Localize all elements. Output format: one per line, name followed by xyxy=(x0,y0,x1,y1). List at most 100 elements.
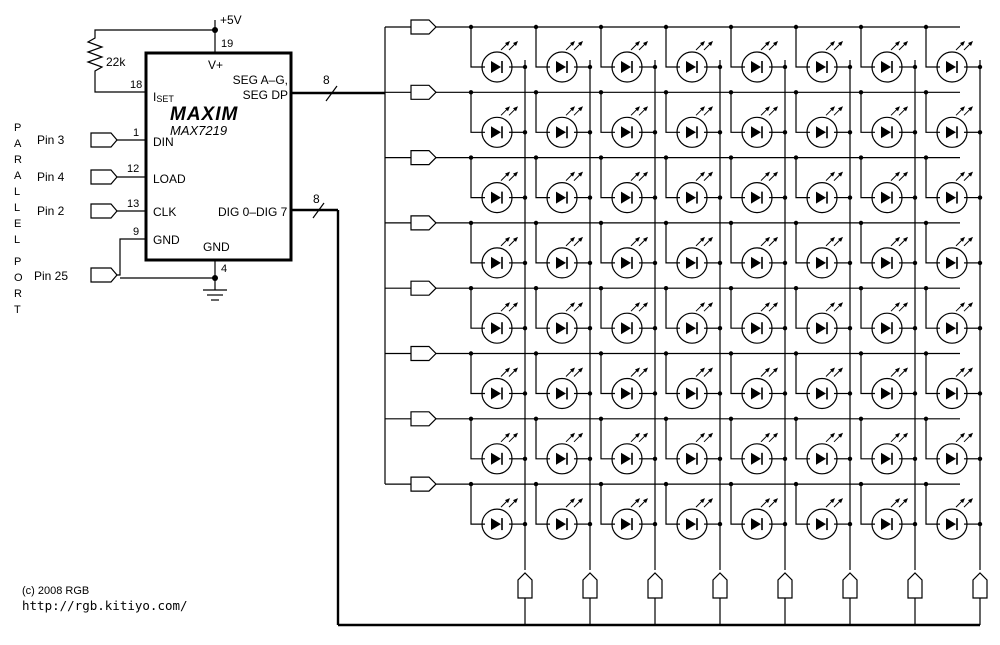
diode-triangle xyxy=(751,452,761,465)
title-letter: R xyxy=(14,154,22,166)
led xyxy=(728,416,788,475)
diode-triangle xyxy=(881,322,891,335)
led-anode-wire xyxy=(665,484,680,525)
diode-triangle xyxy=(621,256,631,269)
led-anode-wire xyxy=(730,27,745,68)
light-arrowhead xyxy=(765,106,770,112)
junction-dot xyxy=(522,391,528,396)
light-arrowhead xyxy=(635,236,640,242)
light-arrowhead xyxy=(700,41,705,46)
led-anode-wire xyxy=(925,92,940,133)
junction-dot xyxy=(847,326,853,331)
led xyxy=(793,24,853,83)
led-anode-wire xyxy=(860,157,875,199)
light-arrowhead xyxy=(765,367,770,373)
light-arrowhead xyxy=(968,41,973,46)
junction-dot xyxy=(717,260,723,266)
led xyxy=(468,220,528,279)
light-arrowhead xyxy=(838,41,843,46)
junction-dot xyxy=(717,130,723,135)
clk-pin-number: 13 xyxy=(127,198,139,210)
title-letter: A xyxy=(14,170,22,182)
led xyxy=(793,155,853,214)
light-arrowhead xyxy=(838,106,843,112)
light-arrowhead xyxy=(708,171,713,177)
junction-dot xyxy=(977,195,983,200)
led-anode-wire xyxy=(860,353,875,395)
title-letter: L xyxy=(14,234,20,246)
led xyxy=(598,90,658,148)
diode-triangle xyxy=(621,452,631,465)
light-arrowhead xyxy=(505,236,510,242)
gnd-right-label: GND xyxy=(203,240,230,254)
led-anode-wire xyxy=(600,157,615,199)
iset-pin-number: 18 xyxy=(130,79,142,91)
light-arrowhead xyxy=(968,236,973,242)
diode-triangle xyxy=(686,322,696,335)
led-anode-wire xyxy=(600,353,615,395)
title-letter: R xyxy=(14,288,22,300)
led xyxy=(468,24,528,83)
light-arrowhead xyxy=(838,498,843,504)
light-arrowhead xyxy=(773,367,778,373)
light-arrowhead xyxy=(513,171,518,177)
led-anode-wire xyxy=(470,418,485,460)
junction-dot xyxy=(977,521,983,527)
light-arrowhead xyxy=(513,41,518,46)
junction-dot xyxy=(522,521,528,527)
junction-dot xyxy=(522,326,528,331)
led-anode-wire xyxy=(795,418,810,460)
load-label: LOAD xyxy=(153,172,186,186)
title-letter: P xyxy=(14,256,21,268)
led-anode-wire xyxy=(600,418,615,460)
light-arrowhead xyxy=(830,236,835,242)
column-driver-buffer xyxy=(777,572,793,599)
led xyxy=(533,481,593,540)
gnd-right-pin-number: 4 xyxy=(221,263,227,275)
seg-bus-width: 8 xyxy=(323,73,330,87)
junction-dot xyxy=(977,130,983,135)
led-anode-wire xyxy=(730,353,745,395)
diode-triangle xyxy=(556,322,566,335)
led-anode-wire xyxy=(600,27,615,68)
row-driver-buffer xyxy=(410,411,437,427)
light-arrowhead xyxy=(838,171,843,177)
led xyxy=(598,220,658,279)
light-arrowhead xyxy=(895,302,900,308)
junction-dot xyxy=(587,130,593,135)
junction-dot xyxy=(858,481,864,487)
junction-dot xyxy=(782,130,788,135)
diode-triangle xyxy=(751,61,761,73)
parallel-port-wiring: Pin 3 Pin 4 Pin 2 Pin 25 xyxy=(34,132,215,283)
light-arrowhead xyxy=(708,106,713,112)
light-arrowhead xyxy=(830,41,835,46)
light-arrowhead xyxy=(838,236,843,242)
light-arrowhead xyxy=(960,302,965,308)
light-arrowhead xyxy=(960,106,965,112)
light-arrowhead xyxy=(513,302,518,308)
junction-dot xyxy=(782,326,788,331)
column-driver-buffer xyxy=(972,572,988,599)
light-arrowhead xyxy=(773,106,778,112)
led xyxy=(598,351,658,410)
ground-symbol: 4 xyxy=(203,260,227,301)
diode-triangle xyxy=(686,518,696,531)
led-anode-wire xyxy=(665,418,680,460)
junction-dot xyxy=(663,481,669,487)
led-anode-wire xyxy=(795,484,810,525)
light-arrowhead xyxy=(578,367,583,373)
led xyxy=(533,220,593,279)
light-arrowhead xyxy=(578,498,583,504)
led-anode-wire xyxy=(925,288,940,329)
junction-dot xyxy=(652,130,658,135)
diode-triangle xyxy=(751,387,761,400)
led xyxy=(923,286,983,344)
junction-dot xyxy=(717,391,723,396)
gnd-left-label: GND xyxy=(153,233,180,247)
diode-triangle xyxy=(816,452,826,465)
junction-dot xyxy=(717,326,723,331)
junction-dot xyxy=(847,130,853,135)
led-anode-wire xyxy=(600,484,615,525)
led xyxy=(728,351,788,410)
